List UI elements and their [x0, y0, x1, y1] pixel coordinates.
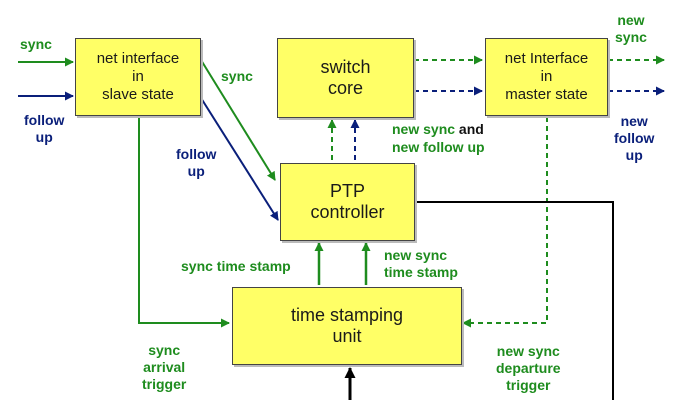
sync-arrival-trigger-arrow	[138, 117, 230, 328]
new-sync-and-follow-up-label: new sync and	[392, 121, 484, 138]
ptp-controller-box: PTP controller	[280, 163, 415, 241]
switch-core-box: switch core	[277, 38, 414, 118]
follow-up-to-ptp-arrow	[200, 97, 279, 221]
new-sync-output-label: new sync	[615, 12, 647, 46]
sync-to-ptp-arrow	[200, 59, 276, 181]
ptp-control-line	[415, 201, 614, 400]
new-sync-departure-trigger-label: new sync departure trigger	[496, 343, 561, 394]
follow-up-input-label: follow up	[24, 112, 65, 146]
and-text: and	[455, 121, 484, 137]
sync-diagonal-label: sync	[221, 68, 253, 84]
follow-up-diagonal-label: follow up	[176, 146, 217, 180]
new-sync-text: new sync	[392, 121, 456, 137]
new-follow-up-mid-label: new follow up	[392, 139, 485, 155]
master-interface-box: net Interface in master state	[485, 38, 608, 116]
new-sync-departure-trigger-arrow	[462, 117, 548, 328]
slave-interface-box: net interface in slave state	[75, 38, 201, 116]
new-sync-time-stamp-label: new sync time stamp	[384, 247, 458, 281]
sync-input-label: sync	[20, 36, 52, 52]
time-stamping-unit-box: time stamping unit	[232, 287, 462, 365]
sync-time-stamp-label: sync time stamp	[181, 258, 291, 274]
sync-arrival-trigger-label: sync arrival trigger	[142, 342, 187, 393]
new-follow-up-output-label: new follow up	[614, 113, 655, 164]
